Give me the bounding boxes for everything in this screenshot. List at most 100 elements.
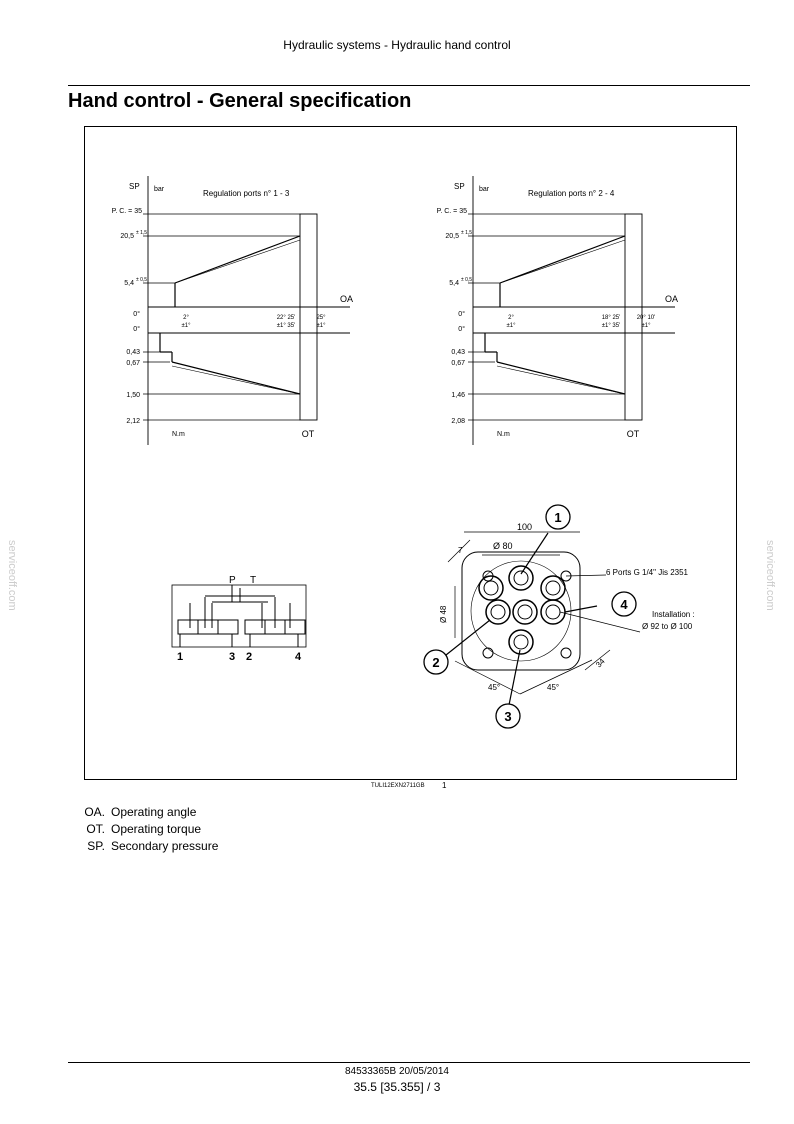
callout-4: 4 bbox=[620, 597, 628, 612]
dim-80: Ø 80 bbox=[493, 541, 513, 551]
angle-value: 22° 25' bbox=[277, 315, 296, 321]
figure-caption-number: 1 bbox=[442, 781, 447, 790]
pc-label: P. C. = 35 bbox=[437, 208, 468, 215]
pc-label: P. C. = 35 bbox=[112, 208, 143, 215]
legend-desc: Operating angle bbox=[111, 805, 197, 819]
nm-label: N.m bbox=[497, 431, 510, 438]
watermark-left: serviceoff.com bbox=[6, 540, 18, 611]
pressure-value: 20,5 bbox=[445, 233, 459, 240]
torque-value: 0,67 bbox=[126, 360, 140, 367]
y-axis-label: SP bbox=[129, 182, 140, 191]
torque-value: 2,12 bbox=[126, 418, 140, 425]
installation-range: Ø 92 to Ø 100 bbox=[642, 622, 693, 631]
ports-note: 6 Ports G 1/4" Jis 2351 bbox=[606, 568, 689, 577]
pressure-tolerance: ± 0,5 bbox=[461, 277, 472, 283]
dim-48: Ø 48 bbox=[439, 605, 448, 623]
graph-title: Regulation ports n° 2 - 4 bbox=[528, 189, 615, 198]
dim-7: 7 bbox=[458, 546, 463, 555]
dim-34: 34 bbox=[594, 656, 607, 669]
angle-tolerance: ±1° bbox=[316, 323, 326, 329]
ot-label: OT bbox=[302, 429, 315, 439]
zero-angle-label: 0° bbox=[133, 310, 140, 318]
ot-label: OT bbox=[627, 429, 640, 439]
angle-tolerance: ±1° 35' bbox=[602, 323, 621, 329]
header-title: Hydraulic systems - Hydraulic hand contr… bbox=[283, 38, 511, 52]
pressure-value: 5,4 bbox=[124, 280, 134, 287]
angle-tolerance: ±1° bbox=[641, 323, 651, 329]
y-axis-unit: bar bbox=[154, 186, 165, 193]
footer-page-number: 35.5 [35.355] / 3 bbox=[353, 1080, 441, 1094]
oa-label: OA bbox=[340, 294, 353, 304]
y-axis-label: SP bbox=[454, 182, 465, 191]
angle-value: 2° bbox=[508, 315, 514, 321]
torque-value: 1,46 bbox=[451, 392, 465, 399]
y-axis-unit: bar bbox=[479, 186, 490, 193]
pressure-ramp bbox=[174, 235, 301, 284]
schematic-port-label: 4 bbox=[295, 651, 302, 663]
figure-frame bbox=[84, 126, 737, 780]
angle-label: 45° bbox=[488, 683, 500, 692]
operating-bar bbox=[299, 213, 318, 421]
dim-100: 100 bbox=[517, 522, 532, 532]
legend-abbr: OA. bbox=[84, 805, 105, 819]
zero-angle-label: 0° bbox=[133, 325, 140, 333]
oa-label: OA bbox=[665, 294, 678, 304]
angle-value: 18° 25' bbox=[602, 315, 621, 321]
callout-3: 3 bbox=[504, 709, 511, 724]
hydraulic-schematic bbox=[171, 584, 307, 648]
torque-ramp bbox=[496, 361, 626, 395]
legend-abbr: OT. bbox=[86, 822, 105, 836]
callout-2: 2 bbox=[432, 655, 439, 670]
pressure-tolerance: ± 1,5 bbox=[461, 230, 472, 236]
pressure-value: 20,5 bbox=[120, 233, 134, 240]
footer-divider bbox=[68, 1062, 750, 1063]
figure-caption-code: TULI12EXN2711GB bbox=[371, 783, 425, 789]
zero-angle-label: 0° bbox=[458, 325, 465, 333]
legend-abbr: SP. bbox=[87, 839, 105, 853]
regulation-graph-right: SP bar Regulation ports n° 2 - 4 P. C. = 35… bbox=[437, 176, 678, 445]
header-divider bbox=[68, 85, 750, 86]
torque-ramp bbox=[496, 365, 626, 395]
schematic-t-label: T bbox=[250, 575, 256, 586]
zero-angle-label: 0° bbox=[458, 310, 465, 318]
installation-label: Installation : bbox=[652, 610, 695, 619]
legend-desc: Secondary pressure bbox=[111, 839, 219, 853]
angle-tolerance: ±1° 35' bbox=[277, 323, 296, 329]
schematic-p-label: P bbox=[229, 575, 236, 586]
schematic-port-label: 3 bbox=[229, 651, 235, 663]
graph-title: Regulation ports n° 1 - 3 bbox=[203, 189, 290, 198]
torque-value: 0,43 bbox=[126, 349, 140, 356]
operating-bar bbox=[624, 213, 643, 421]
schematic-port-label: 2 bbox=[246, 651, 252, 663]
figure-drawing: SP bar Regulation ports n° 1 - 3 P. C. = 35… bbox=[112, 176, 695, 729]
callout-1: 1 bbox=[554, 510, 561, 525]
angle-value: 2° bbox=[183, 315, 189, 321]
angle-value: 20° 10' bbox=[637, 315, 656, 321]
legend-item: OT. Operating torque bbox=[68, 822, 201, 836]
torque-ramp bbox=[171, 365, 301, 395]
regulation-graph-left: SP bar Regulation ports n° 1 - 3 P. C. = 35… bbox=[112, 176, 353, 445]
torque-value: 0,67 bbox=[451, 360, 465, 367]
angle-label: 45° bbox=[547, 683, 559, 692]
torque-ramp bbox=[171, 361, 301, 395]
angle-value: 25° bbox=[316, 315, 326, 321]
legend-item: OA. Operating angle bbox=[68, 805, 196, 819]
page-title: Hand control - General specification bbox=[68, 90, 412, 112]
mounting-diagram bbox=[445, 531, 641, 706]
schematic-port-label: 1 bbox=[177, 651, 183, 663]
legend-item: SP. Secondary pressure bbox=[68, 839, 218, 853]
angle-tolerance: ±1° bbox=[181, 323, 191, 329]
pressure-tolerance: ± 0,5 bbox=[136, 277, 147, 283]
pressure-ramp bbox=[499, 235, 626, 284]
pressure-ramp bbox=[499, 239, 626, 284]
watermark-right: serviceoff.com bbox=[764, 540, 776, 611]
pressure-value: 5,4 bbox=[449, 280, 459, 287]
torque-value: 0,43 bbox=[451, 349, 465, 356]
nm-label: N.m bbox=[172, 431, 185, 438]
torque-value: 1,50 bbox=[126, 392, 140, 399]
pressure-ramp bbox=[174, 239, 301, 284]
callout-circles bbox=[423, 504, 637, 729]
angle-tolerance: ±1° bbox=[506, 323, 516, 329]
footer-doc-id: 84533365B 20/05/2014 bbox=[345, 1066, 449, 1077]
legend-desc: Operating torque bbox=[111, 822, 202, 836]
